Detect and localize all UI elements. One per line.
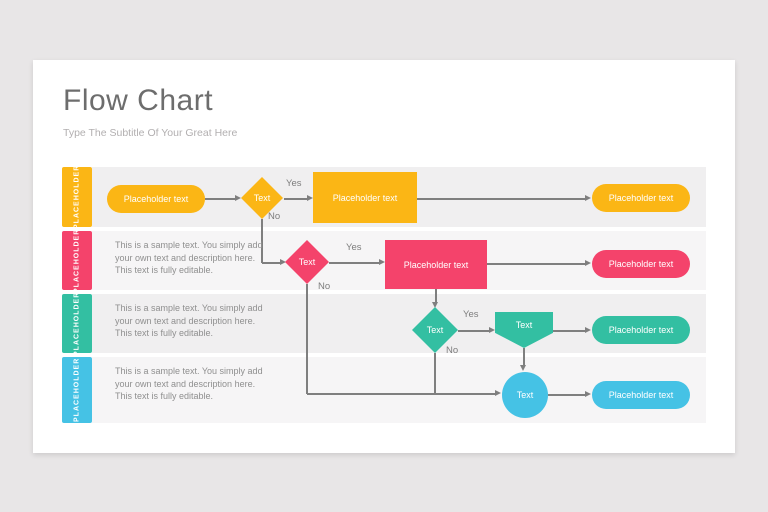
row1-process: Placeholder text [313, 172, 417, 223]
row1-end-pill: Placeholder text [592, 184, 690, 212]
connector-line [434, 353, 436, 394]
row3-description: This is a sample text. You simply add yo… [115, 303, 263, 338]
row4-end-pill: Placeholder text [592, 381, 690, 409]
connector-line [329, 262, 379, 264]
lane-tab-4: PLACEHOLDER [62, 357, 92, 423]
connector-line [487, 263, 585, 265]
row2-yes-label: Yes [346, 242, 362, 253]
row1-start-pill: Placeholder text [107, 185, 205, 213]
row2-end-pill: Placeholder text [592, 250, 690, 278]
row1-no-label: No [268, 211, 281, 222]
connector-line [548, 394, 585, 396]
arrowhead-icon [235, 195, 241, 201]
row4-description: This is a sample text. You simply add yo… [115, 366, 263, 401]
arrowhead-icon [432, 302, 438, 308]
arrowhead-icon [379, 259, 385, 265]
connector-line [458, 330, 489, 332]
connector-line [553, 330, 585, 332]
arrowhead-icon [280, 259, 286, 265]
connector-line [523, 348, 525, 366]
lane-tab-3: PLACEHOLDER [62, 291, 92, 356]
arrowhead-icon [585, 391, 591, 397]
page-title: Flow Chart [63, 84, 214, 117]
arrowhead-icon [585, 260, 591, 266]
connector-line [261, 219, 263, 263]
connector-line [435, 289, 437, 303]
lane-tab-2: PLACEHOLDER [62, 228, 92, 293]
row2-no-label: No [318, 281, 331, 292]
row2-process: Placeholder text [385, 240, 487, 289]
row4-circle: Text [502, 372, 548, 418]
arrowhead-icon [307, 195, 313, 201]
row3-end-pill: Placeholder text [592, 316, 690, 344]
page-subtitle: Type The Subtitle Of Your Great Here [63, 127, 238, 139]
arrowhead-icon [489, 327, 495, 333]
row3-yes-label: Yes [463, 309, 479, 320]
arrowhead-icon [585, 195, 591, 201]
connector-line [306, 284, 308, 394]
connector-line [284, 198, 307, 200]
row1-yes-label: Yes [286, 178, 302, 189]
lane-tab-1: PLACEHOLDER [62, 165, 92, 229]
row2-description: This is a sample text. You simply add yo… [115, 240, 263, 275]
connector-line [307, 393, 495, 395]
connector-line [205, 198, 235, 200]
connector-line [417, 198, 585, 200]
connector-line [262, 262, 280, 264]
arrowhead-icon [585, 327, 591, 333]
arrowhead-icon [495, 390, 501, 396]
row3-no-label: No [446, 345, 459, 356]
arrowhead-icon [520, 365, 526, 371]
